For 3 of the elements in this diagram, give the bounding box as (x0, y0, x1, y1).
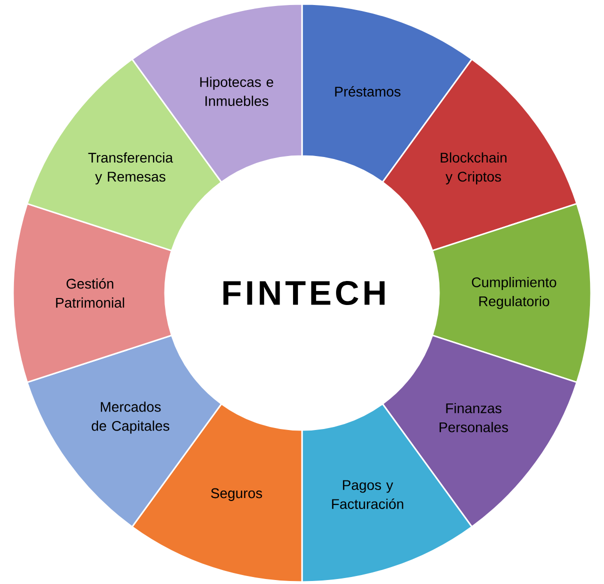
ring-segment: Cumplimiento Regulatorio (432, 202, 592, 384)
ring-segment: Gestión Patrimonial (12, 202, 172, 384)
center-title: FINTECH (223, 280, 385, 306)
